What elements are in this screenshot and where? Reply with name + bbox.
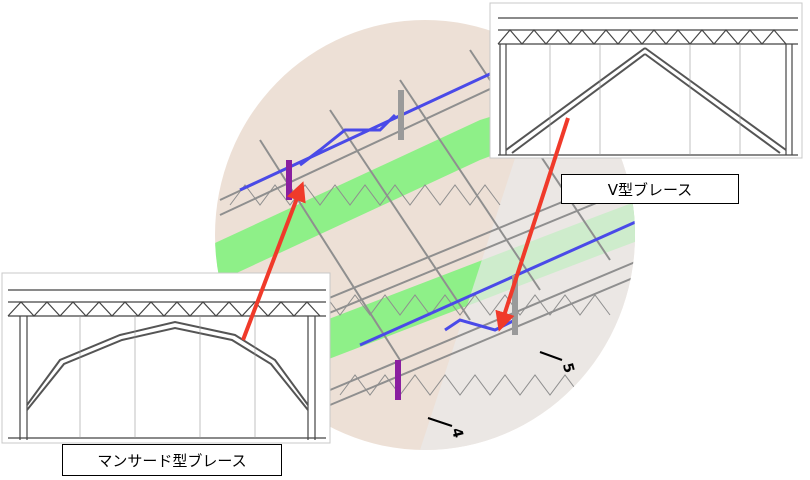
gray-columns	[398, 90, 518, 335]
v-brace-drawing	[489, 2, 803, 159]
mansard-brace-drawing	[1, 272, 331, 444]
mansard-brace-label: マンサード型ブレース	[62, 444, 282, 476]
green-band-upper	[215, 95, 560, 290]
truss-web	[229, 184, 611, 396]
arrow-to-v-brace	[495, 117, 570, 332]
axis-line-4	[427, 417, 453, 427]
axis-line-5	[539, 351, 563, 361]
v-brace-label: V型ブレース	[561, 174, 739, 204]
arrow-to-mansard-column	[241, 181, 306, 341]
truss-lines	[219, 49, 635, 406]
purple-columns	[286, 160, 401, 400]
